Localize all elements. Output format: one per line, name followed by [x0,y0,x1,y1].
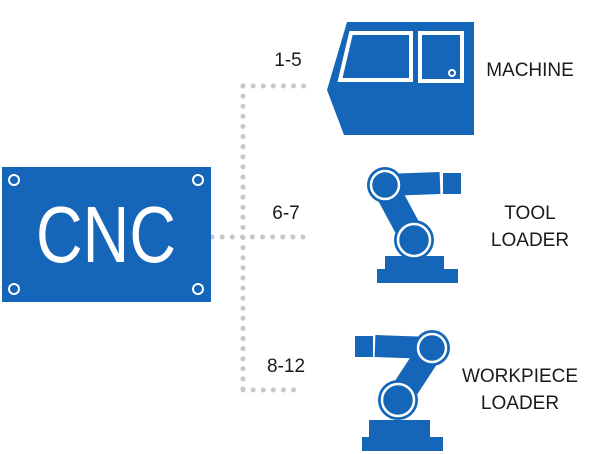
robot-pedestal [385,256,444,269]
robot-elbow-joint [394,220,434,260]
robot-shoulder-joint [367,167,403,203]
range-label-tool-loader: 6-7 [272,203,299,224]
robot-elbow-joint-ring [380,382,416,418]
machine-door [418,31,464,83]
cnc-screw-top-right [192,174,204,186]
machine-icon [327,22,474,135]
connector-lines [209,83,313,393]
robot-shoulder-joint-ring [369,169,401,201]
device-name-machine: MACHINE [486,60,574,81]
robot-elbow-joint [378,380,418,420]
robot-wrist [443,173,461,194]
cnc-screw-bottom-left [8,283,20,295]
robot-base [377,269,458,283]
range-label-workpiece-loader: 8-12 [267,356,305,377]
robot-elbow-joint-ring [396,222,432,258]
cnc-panel [2,167,211,302]
robot-shoulder-joint-ring [416,332,448,364]
range-label-machine: 1-5 [274,50,301,71]
cnc-label: CNC [36,190,176,279]
robot-arm-icon [367,167,461,283]
robot-wrist [355,336,373,357]
cnc-screw-bottom-right [192,283,204,295]
cnc-controller: CNC [2,167,211,302]
robot-arm-icon [355,330,450,451]
device-name-workpiece-loader-line2: LOADER [481,393,559,414]
device-name-workpiece-loader-line1: WORKPIECE [462,366,578,387]
cnc-screw-top-left [8,174,20,186]
robot-shoulder-joint [414,330,450,366]
robot-base [362,437,443,451]
device-name-tool-loader-line2: LOADER [491,230,569,251]
machine-window [337,31,413,82]
machine-door-knob [448,69,456,77]
robot-pedestal [369,420,430,437]
device-name-tool-loader-line1: TOOL [504,203,555,224]
